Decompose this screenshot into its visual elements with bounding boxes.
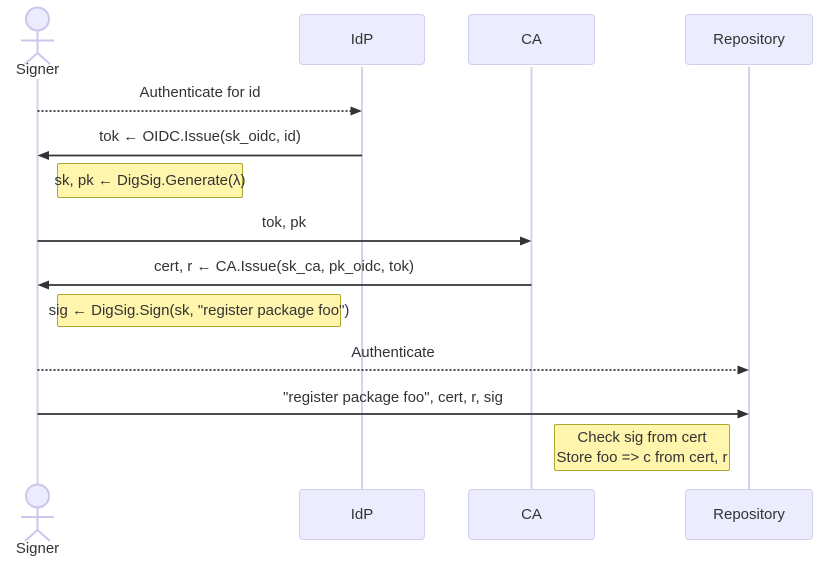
actor-box-repository-bottom: Repository bbox=[685, 489, 813, 540]
arrowhead-icon bbox=[37, 151, 49, 160]
message-label-cert-r-ca-issue: cert, r ← CA.Issue(sk_ca, pk_oidc, tok) bbox=[153, 258, 415, 275]
figure-head bbox=[25, 483, 50, 509]
stick-figure-icon-signer-top bbox=[21, 6, 54, 65]
message-label-tok-oidc-issue: tok ← OIDC.Issue(sk_oidc, id) bbox=[99, 128, 301, 145]
message-label-register-package-foo: "register package foo", cert, r, sig bbox=[283, 389, 503, 406]
figure-leg-left bbox=[24, 529, 39, 542]
figure-leg-left bbox=[24, 52, 39, 65]
actor-box-repository-top: Repository bbox=[685, 14, 813, 65]
actor-box-ca-top: CA bbox=[468, 14, 595, 65]
actor-label-signer-top: Signer bbox=[15, 61, 60, 78]
note-digsig-sign: sig ← DigSig.Sign(sk, "register package … bbox=[49, 294, 349, 327]
arrowhead-icon bbox=[520, 236, 532, 246]
actor-label-signer-bottom: Signer bbox=[15, 540, 60, 557]
message-label-authenticate-for-id: Authenticate for id bbox=[139, 84, 261, 101]
message-label-tok-pk: tok, pk bbox=[261, 214, 307, 231]
stick-figure-icon-signer-bottom bbox=[21, 483, 54, 542]
note-digsig-generate: sk, pk ← DigSig.Generate(λ) bbox=[55, 163, 245, 198]
message-label-authenticate: Authenticate bbox=[351, 344, 435, 361]
figure-leg-right bbox=[36, 529, 51, 542]
note-check-sig-store-foo: Check sig from cert Store foo => c from … bbox=[554, 424, 730, 471]
actor-box-idp-bottom: IdP bbox=[299, 489, 425, 540]
arrowhead-icon bbox=[350, 106, 362, 116]
actor-box-idp-top: IdP bbox=[299, 14, 425, 65]
figure-leg-right bbox=[36, 52, 51, 65]
note-line-check-sig: Check sig from cert bbox=[577, 428, 707, 446]
actor-box-ca-bottom: CA bbox=[468, 489, 595, 540]
note-line-store-foo: Store foo => c from cert, r bbox=[556, 448, 728, 466]
arrowhead-icon bbox=[737, 409, 749, 419]
arrowhead-icon bbox=[37, 280, 49, 290]
arrowhead-icon bbox=[737, 365, 749, 375]
figure-head bbox=[25, 6, 50, 32]
